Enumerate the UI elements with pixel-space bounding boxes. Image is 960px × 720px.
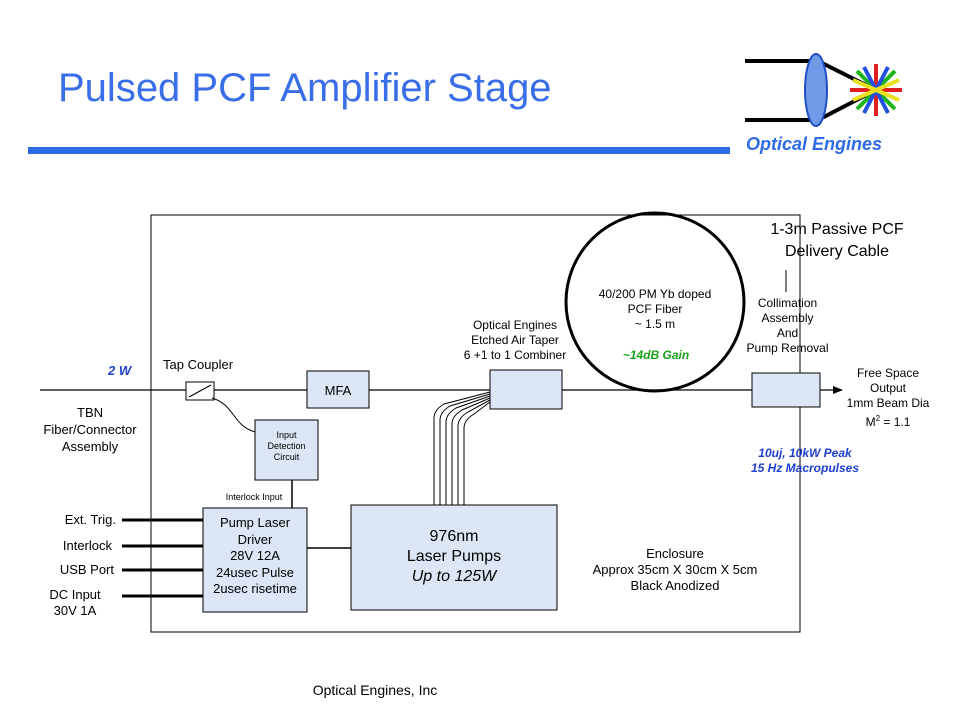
pump-driver-box — [202, 507, 308, 613]
m2-value: M2 = 1.1 — [865, 414, 911, 429]
gain-label: ~14dB Gain — [623, 348, 689, 362]
tap-coupler — [185, 381, 215, 401]
input-detection-box — [254, 419, 319, 481]
interlock-input-label: Interlock Input — [226, 492, 283, 502]
title-underline — [28, 147, 730, 154]
interlock-label: Interlock — [63, 538, 113, 553]
mfa-box — [306, 370, 370, 409]
logo-text: Optical Engines — [746, 134, 883, 154]
fiber-coil — [564, 211, 746, 393]
page-title: Pulsed PCF Amplifier Stage — [58, 66, 552, 110]
usb-port-label: USB Port — [60, 562, 115, 577]
ext-trig-label: Ext. Trig. — [65, 512, 116, 527]
footer-text: Optical Engines, Inc — [312, 682, 438, 698]
enclosure-box — [150, 214, 801, 633]
tap-coupler-label: Tap Coupler — [163, 357, 234, 372]
tap-detection-link — [211, 397, 256, 433]
pump-fibers — [433, 391, 491, 505]
lens-icon — [804, 53, 828, 127]
combiner-box — [489, 369, 563, 410]
power-in-label: 2 W — [107, 363, 133, 378]
starburst-icon — [850, 64, 902, 116]
laser-pumps-box — [350, 504, 558, 611]
collimation-box — [751, 372, 821, 408]
mfa-label: MFA — [325, 383, 352, 398]
logo-graphic — [745, 53, 902, 127]
